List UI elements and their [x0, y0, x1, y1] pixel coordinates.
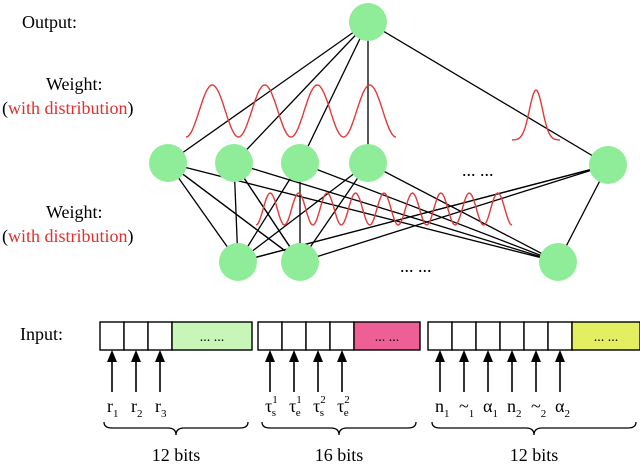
lower-node-3 — [539, 243, 577, 281]
input-bit-cell — [427, 321, 453, 351]
network-edges — [167, 21, 609, 263]
edge-hidden-lower-7 — [237, 162, 301, 263]
input-arrow-head — [531, 350, 541, 362]
input-arrow-head — [435, 350, 445, 362]
weight-top-note-open: ( — [2, 98, 8, 119]
input-arrow-head — [459, 350, 469, 362]
input-symbol: r1 — [107, 396, 119, 420]
input-group-more-cell — [353, 321, 421, 351]
weight-bottom-note-text: with distribution — [8, 226, 128, 246]
input-bit-cell — [123, 321, 149, 351]
input-group-ellipsis: ... ... — [594, 330, 619, 345]
weight-top-label: Weight: — [46, 74, 103, 94]
input-arrow-head — [337, 350, 347, 362]
input-symbol: r2 — [131, 396, 143, 420]
input-label: Input: — [20, 324, 63, 344]
hidden-node-5 — [589, 146, 627, 184]
input-arrow-head — [555, 350, 565, 362]
input-symbol: ~2 — [531, 396, 546, 420]
weight-top-note-text: with distribution — [8, 98, 128, 118]
weight-bottom-note-open: ( — [2, 226, 8, 247]
input-symbol: ~1 — [459, 396, 474, 420]
edge-hidden-lower-1 — [167, 162, 239, 263]
edge-hidden-lower-6 — [233, 162, 559, 263]
input-group-more-cell — [571, 321, 640, 351]
distribution-bottom-waves — [255, 192, 513, 226]
input-bit-cell — [547, 321, 573, 351]
input-arrow-head — [289, 350, 299, 362]
input-bit-cell — [305, 321, 331, 351]
input-group-brace — [431, 421, 637, 436]
input-arrow-head — [507, 350, 517, 362]
hidden-node-3 — [281, 144, 319, 182]
lower-layer-ellipsis: ... ... — [400, 256, 432, 276]
input-bit-cell — [451, 321, 477, 351]
input-arrow-head — [155, 350, 165, 362]
input-arrow-head — [107, 350, 117, 362]
distribution-top-waves — [185, 84, 397, 138]
input-group-3: ... ... n1 ~1 α1 n2 ~2 α2 12 bits — [427, 321, 640, 465]
input-bit-cell — [147, 321, 173, 351]
edge-hidden-lower-12 — [367, 162, 559, 263]
hidden-layer-ellipsis: ... ... — [462, 160, 494, 180]
output-label: Output: — [22, 12, 77, 32]
input-bit-cell — [475, 321, 501, 351]
input-arrow-head — [265, 350, 275, 362]
input-bit-cell — [499, 321, 525, 351]
input-group-more-cell — [171, 321, 253, 351]
edge-output-hidden-1 — [167, 21, 369, 164]
weight-bottom-note-close: ) — [128, 226, 134, 247]
distribution-top-right — [512, 89, 560, 141]
input-group-bits-label: 12 bits — [510, 445, 559, 465]
lower-node-2 — [281, 243, 319, 281]
input-group-bits-label: 12 bits — [152, 445, 201, 465]
weight-distributions — [185, 84, 560, 226]
hidden-node-1 — [149, 144, 187, 182]
edge-hidden-lower-10 — [237, 162, 369, 263]
input-symbol: n2 — [507, 396, 522, 420]
input-symbol: r3 — [155, 396, 167, 420]
input-arrow-head — [313, 350, 323, 362]
input-group-brace — [261, 421, 417, 436]
edge-output-hidden-3 — [299, 21, 369, 164]
lower-node-1 — [219, 243, 257, 281]
network-nodes — [149, 3, 627, 281]
edge-extra-2 — [233, 162, 301, 263]
edge-hidden-lower-11 — [299, 162, 369, 263]
input-symbol: α1 — [483, 396, 498, 420]
input-bit-cell — [523, 321, 549, 351]
input-bit-cell — [281, 321, 307, 351]
input-bit-cell — [99, 321, 125, 351]
edge-output-hidden-5 — [367, 21, 609, 166]
input-bit-cell — [257, 321, 283, 351]
edge-extra-1 — [167, 162, 301, 263]
input-group-ellipsis: ... ... — [375, 330, 400, 345]
input-arrow-head — [131, 350, 141, 362]
input-symbol: n1 — [435, 396, 450, 420]
input-symbol: α2 — [555, 396, 570, 420]
input-bit-cell — [329, 321, 355, 351]
hidden-node-4 — [349, 144, 387, 182]
weight-top-note-close: ) — [128, 98, 134, 119]
hidden-node-2 — [215, 144, 253, 182]
input-arrow-head — [483, 350, 493, 362]
edge-output-hidden-2 — [233, 21, 369, 164]
weight-top-note: (with distribution) — [2, 98, 134, 119]
weight-bottom-note: (with distribution) — [2, 226, 134, 247]
weight-bottom-label: Weight: — [46, 202, 103, 222]
input-group-ellipsis: ... ... — [200, 330, 225, 345]
input-group-brace — [103, 421, 249, 436]
output-node — [349, 3, 387, 41]
edge-hidden-lower-14 — [299, 164, 609, 263]
input-group-1: ... ... r1 r2 r3 12 bits — [99, 321, 253, 465]
input-group-bits-label: 16 bits — [315, 445, 364, 465]
